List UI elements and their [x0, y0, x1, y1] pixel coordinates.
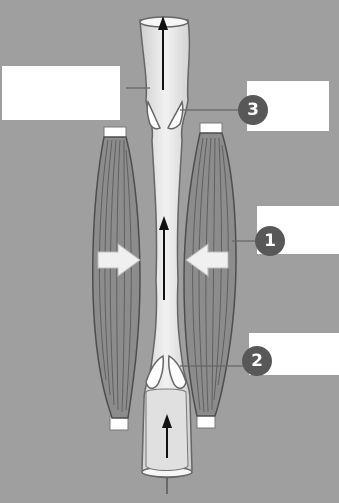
left-muscle [93, 127, 140, 430]
marker-3: 3 [238, 95, 268, 125]
marker-2: 2 [242, 346, 272, 376]
right-muscle [184, 123, 236, 428]
label-box-top-left [2, 66, 120, 120]
marker-1: 1 [255, 226, 285, 256]
